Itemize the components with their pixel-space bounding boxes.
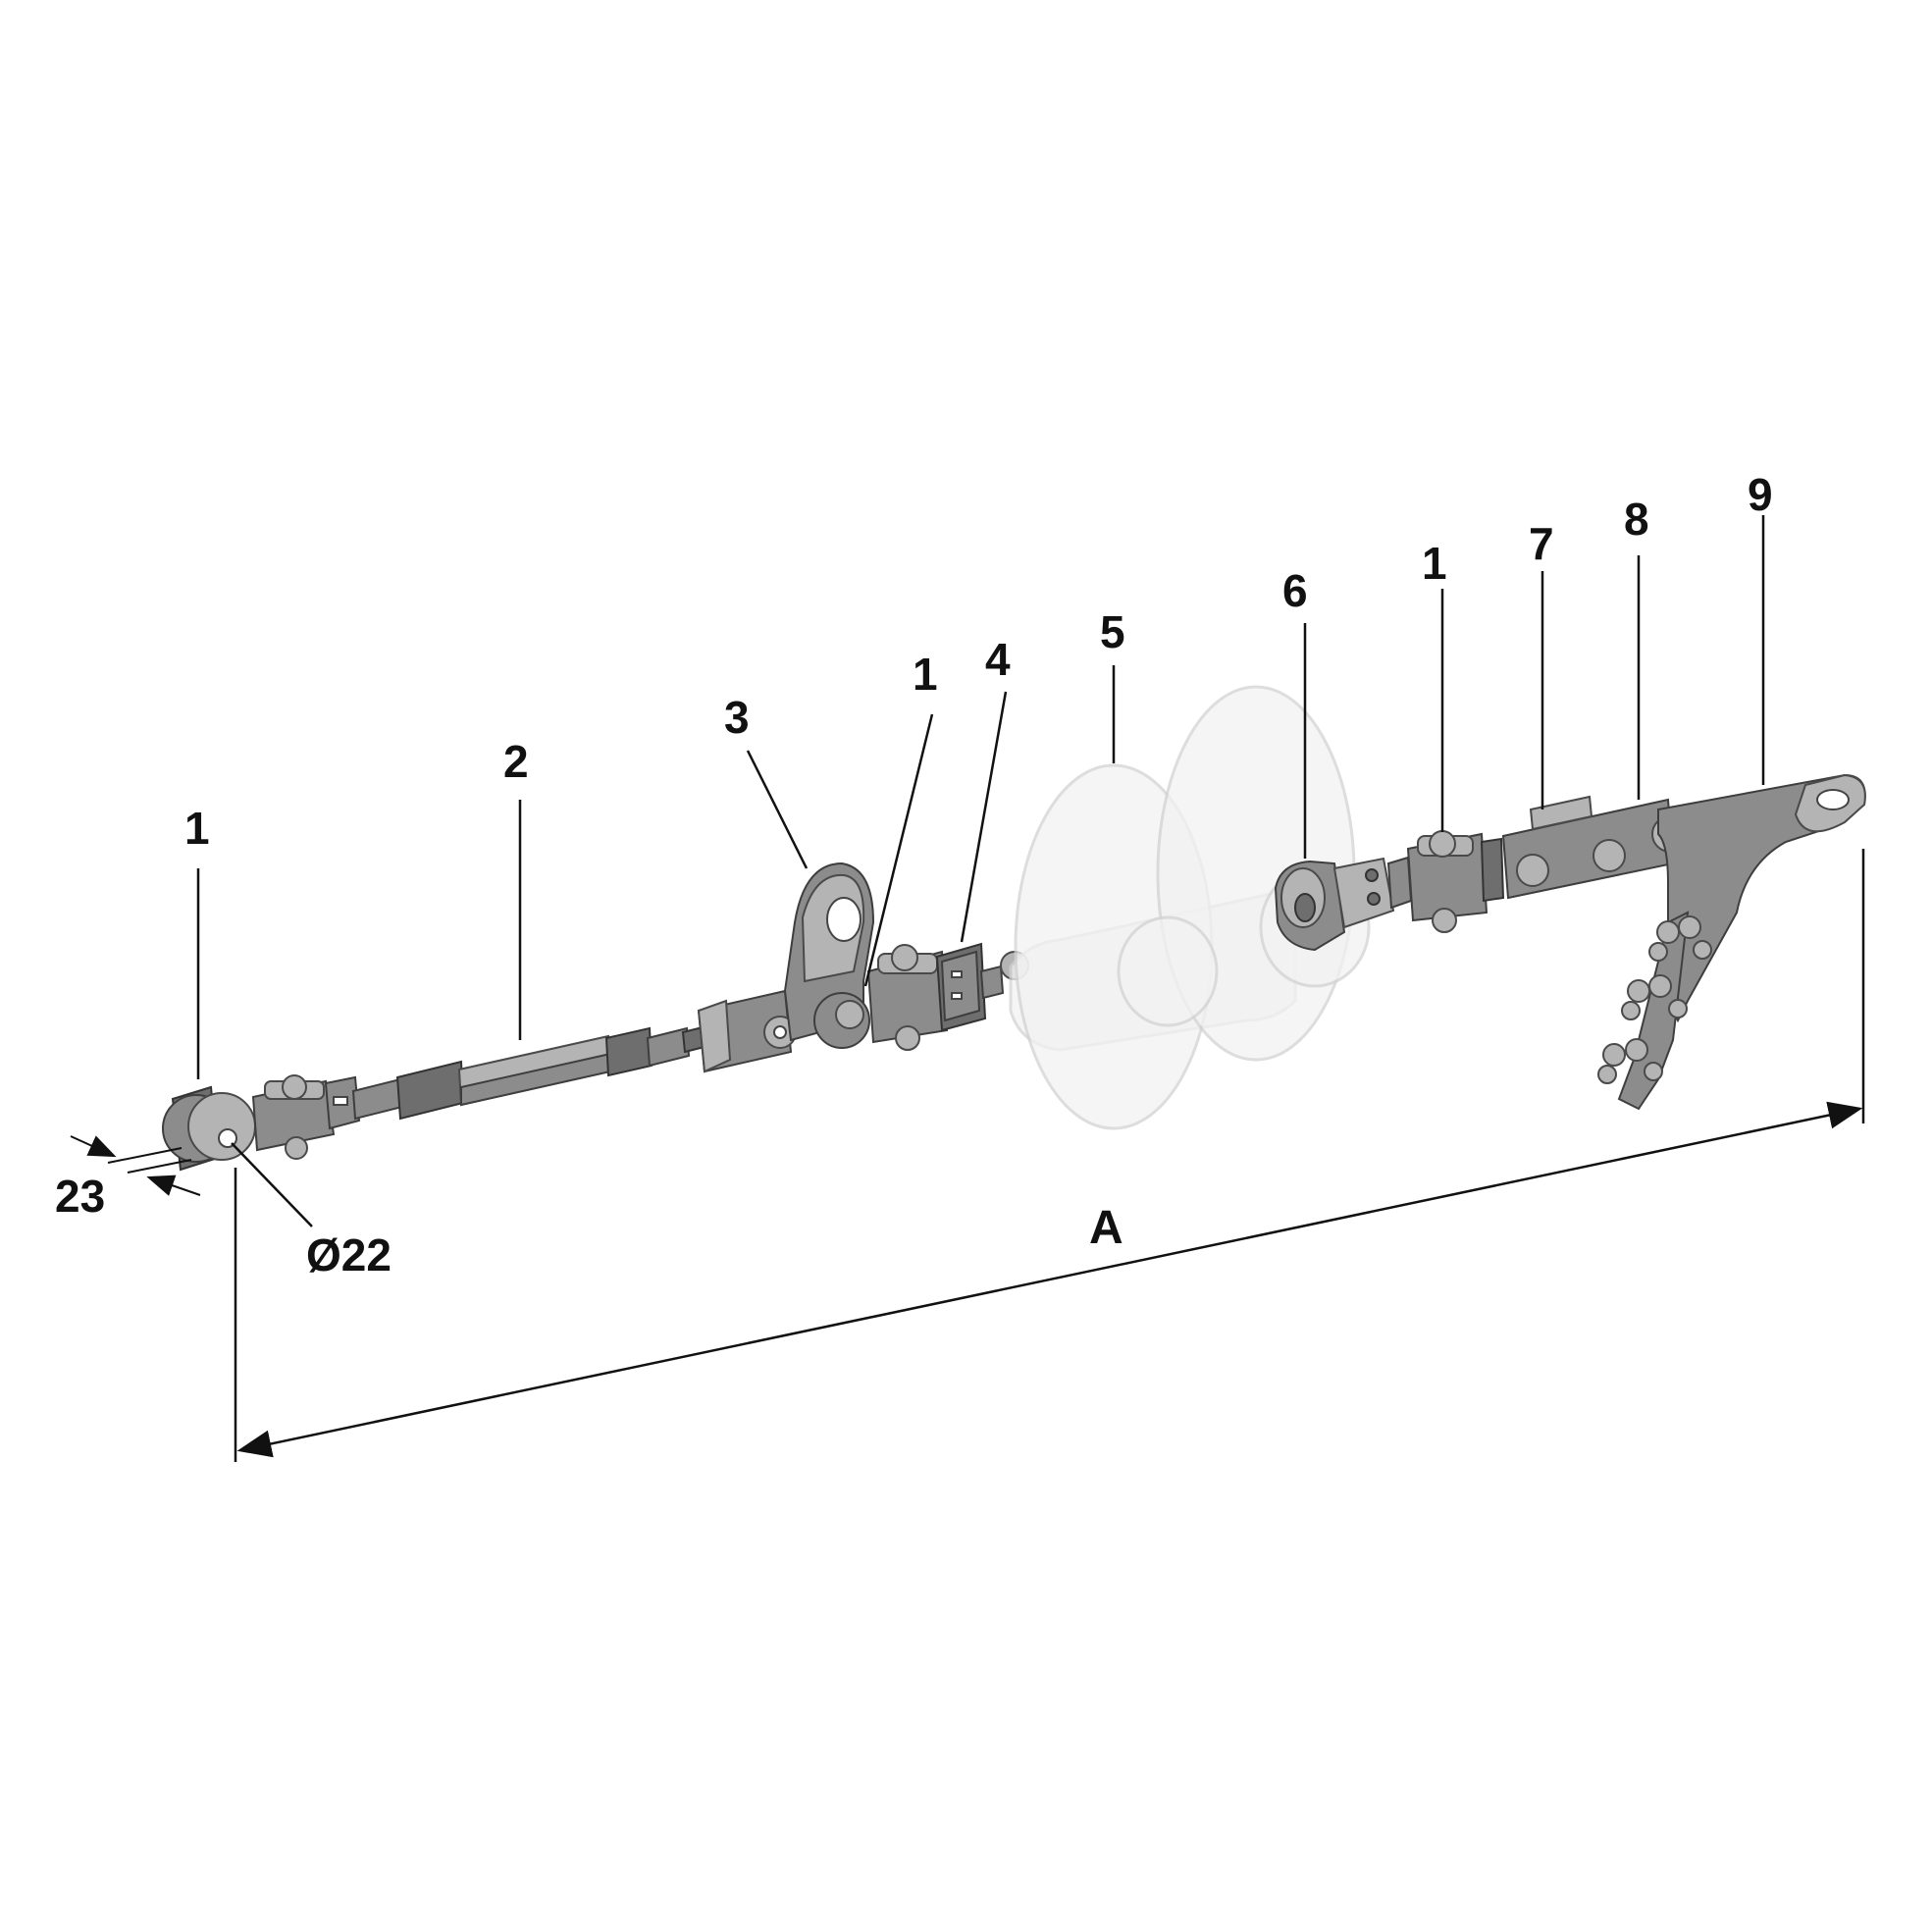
callout-part-1-right: 1	[1422, 538, 1447, 832]
label-part-5: 5	[1100, 606, 1125, 657]
callout-part-9: 9	[1748, 469, 1773, 785]
dimension-arrow-a	[236, 1101, 1863, 1458]
callout-part-3: 3	[724, 692, 809, 869]
callout-part-4: 4	[960, 634, 1011, 943]
label-part-9: 9	[1748, 469, 1773, 520]
part-2-turnbuckle	[351, 1024, 710, 1121]
clamp-bolt-row-3	[1597, 1038, 1663, 1084]
callout-part-5: 5	[1100, 606, 1125, 763]
label-part-1-right: 1	[1422, 538, 1447, 589]
clamp-bolt-row-2	[1621, 974, 1688, 1020]
callout-part-8: 8	[1624, 494, 1649, 800]
clamp-bolt-row-1	[1648, 915, 1712, 962]
part-9-suspension-clamp	[1597, 773, 1866, 1111]
part-1-mid-clevis	[866, 944, 949, 1051]
label-part-8: 8	[1624, 494, 1649, 545]
part-7-8-link-plates	[1480, 795, 1689, 903]
thickness-label: 23	[55, 1171, 105, 1222]
diameter-label: Ø22	[306, 1229, 392, 1280]
part-3-yoke-plate	[697, 862, 875, 1073]
label-part-1-mid: 1	[913, 649, 938, 700]
callout-part-1-left: 1	[184, 803, 210, 1079]
label-part-1-left: 1	[184, 803, 210, 854]
part-1-left-clevis	[162, 1074, 361, 1172]
dimension-diameter: Ø22	[231, 1142, 392, 1280]
part-6-ball-socket	[1274, 857, 1395, 952]
part-1-right-clevis	[1386, 830, 1488, 933]
thickness-extension-2	[127, 1159, 192, 1174]
label-part-4: 4	[985, 634, 1011, 685]
thickness-arrow-1	[70, 1135, 117, 1158]
label-part-6: 6	[1282, 565, 1308, 616]
dimension-a-label: A	[1089, 1202, 1123, 1254]
dimension-thickness: 23	[55, 1135, 201, 1222]
thickness-extension-1	[107, 1147, 183, 1164]
diameter-leader	[231, 1142, 313, 1227]
label-part-3: 3	[724, 692, 750, 743]
part-5-insulator-discs	[1009, 685, 1371, 1130]
callout-part-7: 7	[1529, 518, 1554, 809]
callout-part-2: 2	[503, 736, 529, 1040]
label-part-7: 7	[1529, 518, 1554, 569]
callout-part-6: 6	[1282, 565, 1308, 859]
label-part-2: 2	[503, 736, 529, 787]
dimension-a: A	[234, 849, 1865, 1462]
thickness-arrow-2	[146, 1175, 201, 1196]
callout-part-1-mid: 1	[863, 649, 938, 987]
